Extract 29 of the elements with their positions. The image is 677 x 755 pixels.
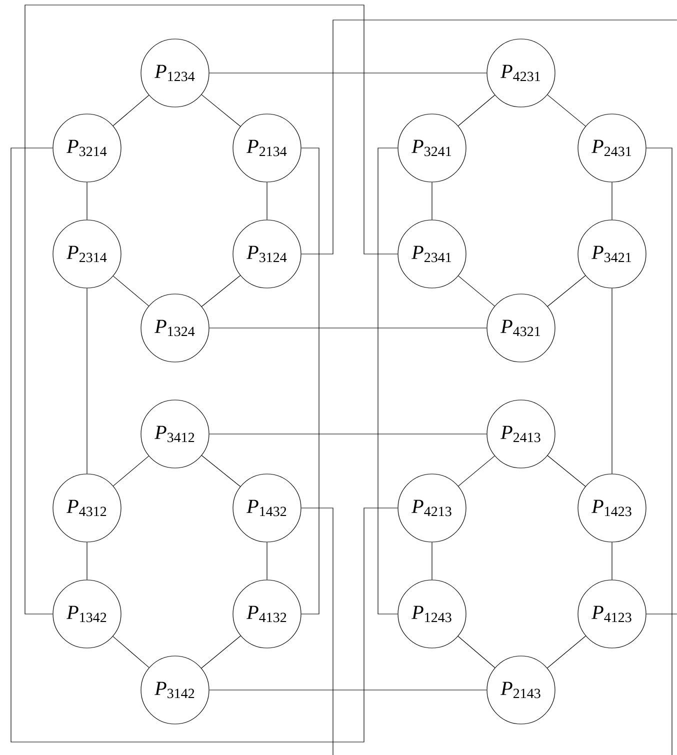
edge-line	[547, 275, 586, 307]
edge-line	[547, 636, 586, 668]
edge-line	[458, 636, 496, 668]
edge-line	[458, 456, 495, 486]
edge-line	[86, 182, 88, 220]
edge-line	[301, 508, 334, 755]
edge-line	[547, 455, 586, 487]
edge-line	[266, 542, 268, 580]
edge-line	[378, 148, 398, 614]
edge-line	[547, 94, 586, 126]
edge-line	[112, 276, 150, 306]
edge-line	[112, 456, 150, 486]
edge-line	[458, 94, 496, 126]
edge-line	[112, 94, 150, 126]
edge-line	[112, 636, 150, 668]
edge-line	[10, 148, 398, 742]
edge-line	[301, 148, 320, 614]
edge-line	[266, 182, 268, 220]
edge-line	[86, 542, 88, 580]
edge-line	[301, 20, 677, 254]
edge-line	[201, 275, 241, 307]
edge-line	[458, 276, 495, 306]
edge-line	[201, 636, 241, 668]
edge-line	[24, 4, 398, 614]
edge-line	[201, 455, 241, 487]
edge-line	[201, 94, 241, 127]
edge-line	[209, 72, 487, 74]
edge-line	[646, 148, 672, 755]
edge-line	[86, 288, 88, 474]
